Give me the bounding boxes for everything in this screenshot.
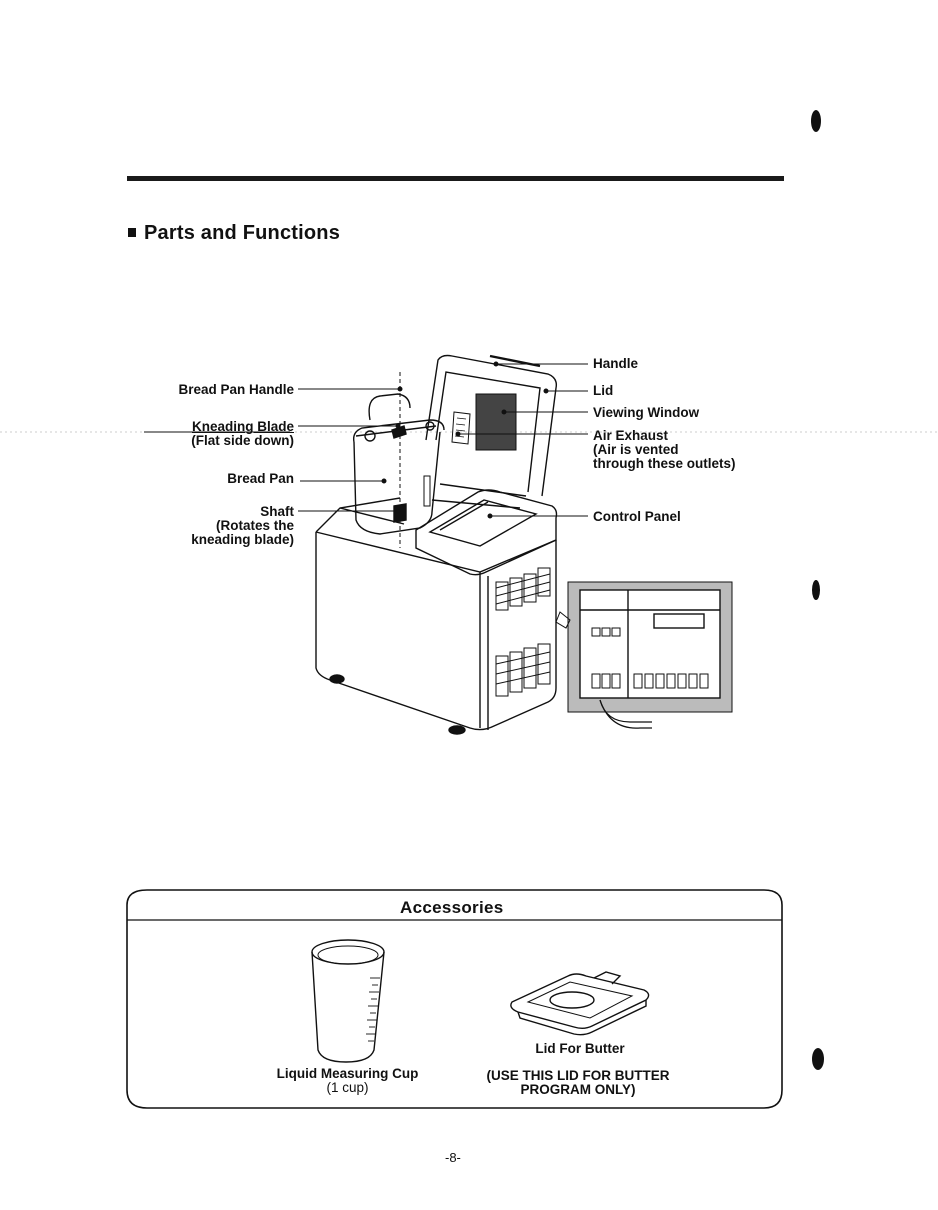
- label-shaft-note-1: (Rotates the: [215, 518, 294, 533]
- label-measuring-cup: Liquid Measuring Cup (1 cup): [270, 1067, 425, 1095]
- open-lid: [425, 354, 558, 509]
- header-rule: [127, 176, 784, 181]
- label-measuring-cup-title: Liquid Measuring Cup: [276, 1066, 419, 1081]
- label-butter-lid-note-1: (USE THIS LID FOR BUTTER: [486, 1068, 670, 1083]
- label-viewing-window: Viewing Window: [593, 405, 700, 420]
- label-shaft-note-2: kneading blade): [191, 532, 294, 547]
- section-title: Parts and Functions: [128, 222, 340, 245]
- section-title-text: Parts and Functions: [144, 222, 341, 244]
- accessories-title: Accessories: [400, 898, 504, 917]
- butter-lid-drawing: [510, 971, 650, 1036]
- control-panel-inset: [555, 581, 733, 729]
- page-number: -8-: [445, 1150, 461, 1165]
- label-air-exhaust-note-1: (Air is vented: [593, 442, 679, 457]
- label-butter-lid-note: (USE THIS LID FOR BUTTER PROGRAM ONLY): [478, 1069, 678, 1097]
- accessories-box: [126, 889, 783, 1109]
- binder-hole-mark: [811, 110, 821, 132]
- viewing-window-shape: [475, 393, 517, 451]
- label-shaft: Shaft (Rotates the kneading blade): [191, 505, 294, 547]
- label-butter-lid-note-2: PROGRAM ONLY): [520, 1082, 636, 1097]
- label-air-exhaust: Air Exhaust (Air is vented through these…: [593, 429, 736, 471]
- label-control-panel: Control Panel: [593, 509, 681, 524]
- label-bread-pan-handle: Bread Pan Handle: [178, 382, 294, 397]
- bread-pan: [352, 372, 445, 548]
- binder-hole-mark: [812, 1048, 824, 1070]
- label-air-exhaust-title: Air Exhaust: [593, 428, 669, 443]
- square-bullet-icon: [128, 228, 136, 237]
- vent-grilles: [495, 567, 551, 697]
- label-handle: Handle: [593, 356, 639, 371]
- machine-body: [315, 497, 557, 735]
- label-shaft-title: Shaft: [260, 504, 294, 519]
- measuring-cup-drawing: [311, 939, 385, 1063]
- label-kneading-blade-note: (Flat side down): [191, 433, 294, 448]
- control-panel-housing: [415, 489, 558, 576]
- binder-hole-mark: [812, 580, 820, 600]
- label-kneading-blade: Kneading Blade (Flat side down): [191, 420, 294, 448]
- label-butter-lid: Lid For Butter: [530, 1042, 630, 1056]
- label-bread-pan: Bread Pan: [227, 471, 294, 486]
- label-butter-lid-title: Lid For Butter: [535, 1041, 625, 1056]
- label-kneading-blade-title: Kneading Blade: [191, 419, 294, 434]
- label-measuring-cup-note: (1 cup): [326, 1080, 369, 1095]
- label-air-exhaust-note-2: through these outlets): [593, 456, 736, 471]
- label-lid: Lid: [593, 383, 614, 398]
